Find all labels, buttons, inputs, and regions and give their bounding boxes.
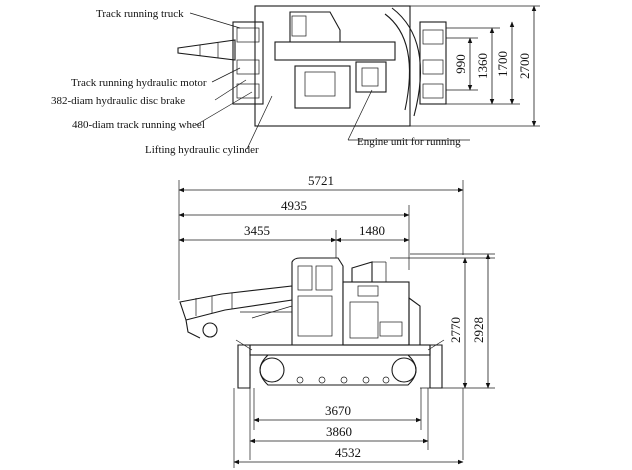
- left-track-truck: [232, 21, 264, 105]
- top-engine-housing: [294, 65, 351, 109]
- side-right-truck: [429, 344, 443, 389]
- side-track: [259, 354, 417, 386]
- side-view: 5721 4935 3455 1480: [178, 173, 495, 468]
- dim-2700: 2700: [517, 53, 532, 79]
- side-cab: [291, 257, 344, 346]
- dim-4532: 4532: [335, 445, 361, 460]
- top-engine-unit: [355, 61, 387, 93]
- label-track-running-hydraulic-motor: Track running hydraulic motor: [71, 77, 207, 89]
- dim-3455: 3455: [244, 223, 270, 238]
- dim-2770: 2770: [448, 317, 463, 343]
- side-left-truck: [237, 344, 251, 389]
- top-track-curve: [384, 13, 411, 111]
- dim-1700: 1700: [495, 51, 510, 77]
- side-track-rollers: [296, 376, 390, 384]
- label-disc-brake: 382-diam hydraulic disc brake: [51, 95, 185, 107]
- dim-1480: 1480: [359, 223, 385, 238]
- label-engine-unit: Engine unit for running: [357, 136, 461, 148]
- right-track-truck: [419, 21, 447, 105]
- side-hook: [202, 322, 218, 338]
- side-boom: [179, 285, 293, 321]
- top-cab: [289, 11, 341, 43]
- label-lifting-cylinder: Lifting hydraulic cylinder: [145, 144, 259, 156]
- dim-4935: 4935: [281, 198, 307, 213]
- dim-3860: 3860: [326, 424, 352, 439]
- dim-2928: 2928: [471, 317, 486, 343]
- top-body-outline: [254, 5, 411, 127]
- top-boom: [177, 39, 236, 61]
- dim-5721: 5721: [308, 173, 334, 188]
- dim-3670: 3670: [325, 403, 351, 418]
- label-track-running-wheel: 480-diam track running wheel: [72, 119, 205, 131]
- side-hook-block: [185, 319, 201, 339]
- dim-1360: 1360: [475, 53, 490, 79]
- side-idler-wheel: [259, 357, 285, 383]
- side-engine-housing: [342, 281, 410, 346]
- label-track-running-truck: Track running truck: [96, 8, 184, 20]
- side-drive-wheel: [391, 357, 417, 383]
- top-view: 990 1360 1700 2700 Track running truck T…: [51, 5, 540, 156]
- side-track-frame: [249, 344, 431, 356]
- top-deck: [274, 41, 396, 61]
- dim-990: 990: [453, 54, 468, 74]
- side-engine-unit: [351, 261, 373, 282]
